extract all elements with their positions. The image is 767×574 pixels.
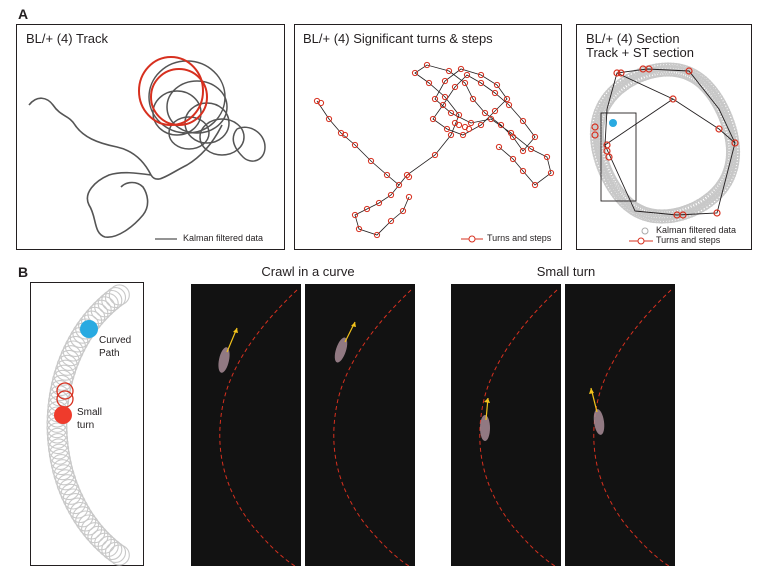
section-title-2: Track + ST section [586, 45, 695, 60]
turns-plot [313, 61, 555, 243]
section-panel: BL/+ (4) Section Track + ST section Kalm… [576, 24, 752, 250]
curve-schematic-plot [46, 284, 130, 566]
small-turn-label-2: turn [77, 420, 95, 431]
section-plot [589, 62, 741, 245]
panel-a-label: A [18, 6, 29, 22]
track-plot [28, 56, 266, 240]
turns-title: BL/+ (4) Significant turns & steps [303, 31, 493, 46]
crawl-frame-2 [305, 284, 415, 566]
curve-schematic: Curved Path Small turn [30, 282, 144, 566]
small-turn-label-1: Small [77, 407, 103, 418]
small-turn-frame-1 [451, 284, 561, 566]
crawl-title: Crawl in a curve [261, 264, 355, 279]
section-legend-kalman: Kalman filtered data [656, 225, 737, 235]
track-legend: Kalman filtered data [183, 233, 264, 243]
panel-b-label: B [18, 264, 29, 280]
track-panel: BL/+ (4) Track Kalman filtered data [16, 24, 285, 250]
section-title-1: BL/+ (4) Section [586, 31, 680, 46]
crawl-frame-1 [191, 284, 301, 566]
turns-legend: Turns and steps [487, 233, 552, 243]
track-title: BL/+ (4) Track [26, 31, 108, 46]
curved-label-1: Curved [99, 335, 132, 346]
small-turn-title: Small turn [536, 264, 596, 279]
turns-panel: BL/+ (4) Significant turns & steps Turns… [294, 24, 562, 250]
section-legend-turns: Turns and steps [656, 235, 721, 245]
curved-label-2: Path [99, 348, 120, 359]
small-turn-frame-2 [565, 284, 675, 566]
